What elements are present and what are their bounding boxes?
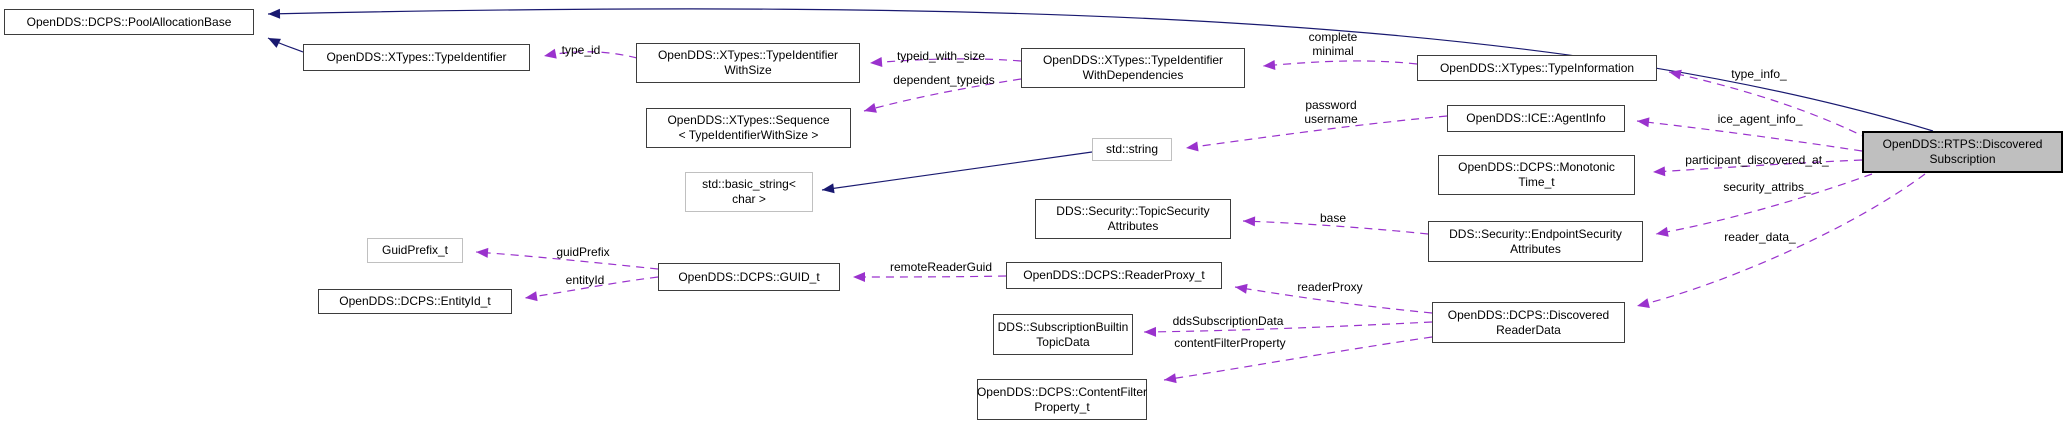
node-discovered-reader-data[interactable]: OpenDDS::DCPS::Discovered ReaderData	[1432, 302, 1625, 343]
edge-usage-type-id	[543, 48, 638, 59]
edge-usage-remotereaderguid	[852, 271, 1007, 282]
node-discovered-subscription: OpenDDS::RTPS::Discovered Subscription	[1862, 131, 2063, 173]
edge-usage-guidprefix	[475, 247, 659, 270]
edge-usage-entityid	[524, 276, 659, 302]
node-sequence-type-identifier-with-size[interactable]: OpenDDS::XTypes::Sequence < TypeIdentifi…	[646, 108, 851, 148]
node-type-identifier[interactable]: OpenDDS::XTypes::TypeIdentifier	[303, 44, 530, 71]
node-reader-proxy-t[interactable]: OpenDDS::DCPS::ReaderProxy_t	[1006, 262, 1222, 289]
node-subscription-builtin-topic-data[interactable]: DDS::SubscriptionBuiltin TopicData	[993, 314, 1133, 355]
edge-usage-complete-minimal	[1262, 60, 1418, 70]
node-topic-security-attributes[interactable]: DDS::Security::TopicSecurity Attributes	[1035, 199, 1231, 239]
edge-usage-participant-discovered-at	[1652, 159, 1863, 177]
node-pool-allocation-base[interactable]: OpenDDS::DCPS::PoolAllocationBase	[4, 9, 254, 35]
node-guid-prefix-t: GuidPrefix_t	[367, 238, 463, 263]
edge-inherit-typeidentifier-poolallocationbase	[267, 37, 304, 53]
edge-usage-ice-agent-info	[1636, 117, 1863, 152]
node-std-string: std::string	[1092, 138, 1172, 161]
edge-usage-security-attribs	[1655, 173, 1873, 237]
edge-usage-base	[1242, 216, 1429, 235]
edge-inherit-discoveredsubscription-poolallocationbase	[267, 8, 1934, 132]
node-std-basic-string-char: std::basic_string< char >	[685, 172, 813, 212]
edge-usage-type-info	[1668, 69, 1870, 140]
node-content-filter-property-t[interactable]: OpenDDS::DCPS::ContentFilter Property_t	[977, 379, 1147, 420]
node-ice-agent-info[interactable]: OpenDDS::ICE::AgentInfo	[1447, 105, 1625, 132]
node-type-information[interactable]: OpenDDS::XTypes::TypeInformation	[1417, 55, 1657, 81]
node-guid-t[interactable]: OpenDDS::DCPS::GUID_t	[658, 263, 840, 291]
edge-usage-reader-data	[1636, 173, 1926, 308]
node-type-identifier-with-dependencies[interactable]: OpenDDS::XTypes::TypeIdentifier WithDepe…	[1021, 48, 1245, 88]
node-entity-id-t[interactable]: OpenDDS::DCPS::EntityId_t	[318, 289, 512, 314]
node-endpoint-security-attributes[interactable]: DDS::Security::EndpointSecurity Attribut…	[1428, 221, 1643, 262]
node-monotonic-time-t[interactable]: OpenDDS::DCPS::Monotonic Time_t	[1438, 155, 1635, 195]
edge-inherit-stdstring-basicstring	[821, 151, 1093, 194]
edge-usage-password-username	[1185, 115, 1448, 152]
node-type-identifier-with-size[interactable]: OpenDDS::XTypes::TypeIdentifier WithSize	[636, 43, 860, 83]
edge-usage-dependent-typeids	[863, 78, 1022, 113]
edge-usage-ddssubscriptiondata	[1143, 321, 1433, 337]
edge-usage-typeid-with-size	[869, 57, 1022, 68]
edge-usage-contentfilterproperty	[1163, 336, 1433, 384]
edge-usage-readerproxy	[1234, 283, 1433, 314]
